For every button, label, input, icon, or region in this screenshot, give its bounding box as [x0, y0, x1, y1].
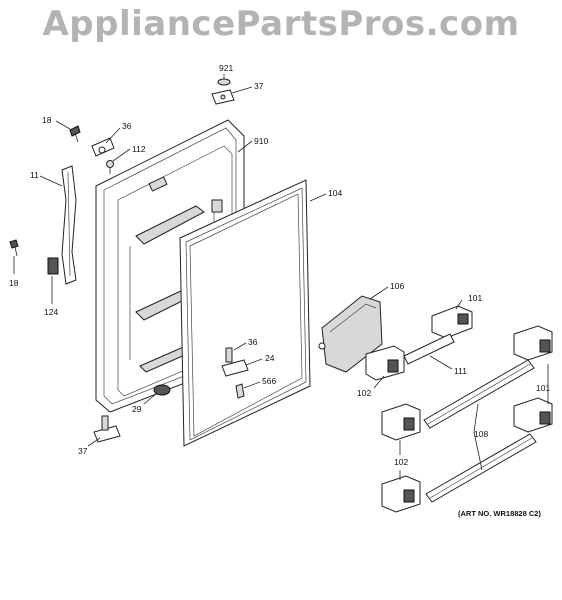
callout-102-bottom: 102 [394, 457, 408, 467]
end-cap-101-right-top [513, 325, 553, 361]
callout-37-bottom: 37 [78, 446, 88, 456]
dairy-door-106 [318, 295, 383, 373]
door-gasket [179, 179, 311, 447]
callout-24: 24 [265, 353, 275, 363]
art-number: (ART NO. WR18828 C2) [458, 509, 541, 518]
bumper-29 [153, 384, 171, 396]
callout-112: 112 [132, 144, 146, 154]
callout-124: 124 [44, 307, 58, 317]
watermark-text: AppliancePartsPros.com [42, 4, 520, 44]
callout-29: 29 [132, 404, 142, 414]
callout-36-top: 36 [122, 121, 132, 131]
end-cap-101-right-bottom [513, 397, 553, 433]
screw-18-top [69, 125, 81, 143]
callout-566: 566 [262, 376, 276, 386]
door-handle [61, 165, 77, 285]
callout-37-top: 37 [254, 81, 264, 91]
callout-910: 910 [254, 136, 268, 146]
screw-566 [235, 383, 245, 399]
callout-11: 11 [30, 170, 39, 180]
end-cap-102-left-top [381, 403, 421, 441]
bottom-hinge-24 [221, 359, 249, 377]
callout-104: 104 [328, 188, 342, 198]
hinge-37-top [211, 89, 235, 105]
hinge-37-bottom [93, 415, 121, 443]
callout-101-top: 101 [468, 293, 482, 303]
handle-cap-124 [47, 257, 59, 275]
hinge-pin-36 [225, 347, 233, 363]
callout-111: 111 [454, 366, 467, 376]
screw-112 [106, 160, 114, 174]
shelf-bar-108-bottom [425, 433, 537, 503]
end-cap-102-mid [365, 345, 405, 381]
callout-18-top: 18 [42, 115, 52, 125]
end-cap-102-left-bottom [381, 475, 421, 513]
callout-101-right: 101 [536, 383, 550, 393]
callout-108: 108 [474, 429, 488, 439]
callout-18-left: 18 [9, 278, 19, 288]
callout-102-mid: 102 [357, 388, 371, 398]
end-cap-101-top [431, 305, 473, 339]
callout-921: 921 [219, 63, 233, 73]
callout-36-mid: 36 [248, 337, 258, 347]
screw-18-left [9, 239, 19, 257]
hinge-cover-921 [217, 78, 231, 86]
shelf-bar-108-top [423, 359, 535, 429]
callout-106: 106 [390, 281, 404, 291]
leader-lines [13, 74, 549, 480]
top-hinge [91, 137, 115, 157]
shelf-bar-111 [403, 333, 455, 365]
